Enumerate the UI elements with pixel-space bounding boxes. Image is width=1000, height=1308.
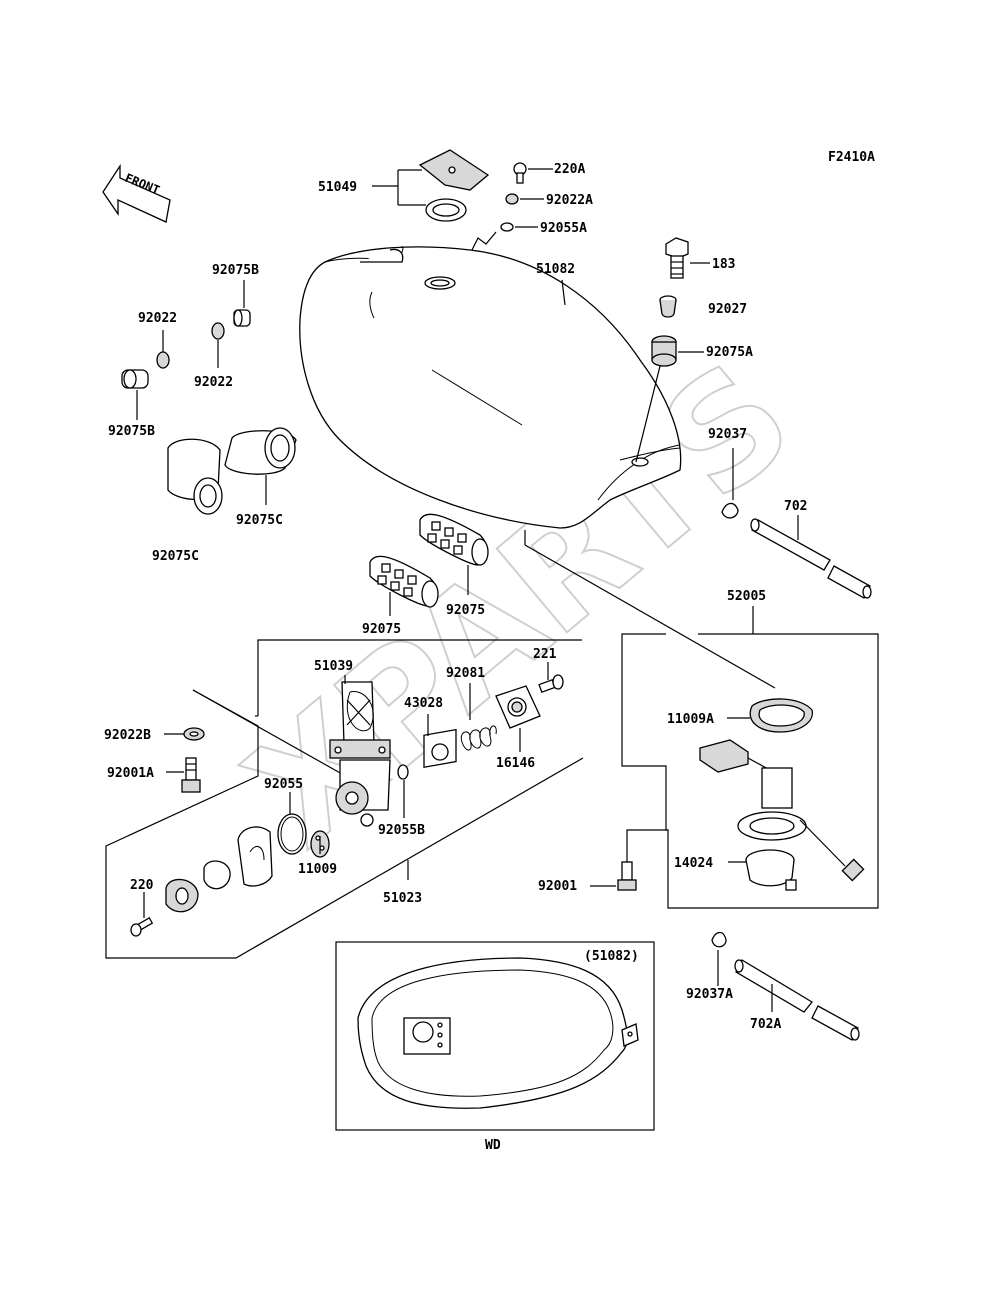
fuel-tank-51082 <box>299 245 682 529</box>
label-52005: 52005 <box>727 589 766 604</box>
part-fuel-strainer <box>165 826 273 913</box>
label-702A: 702A <box>750 1017 781 1032</box>
part-702A-hose <box>734 959 860 1041</box>
part-51049 <box>372 149 490 222</box>
part-92075B-top <box>233 280 251 327</box>
label-92055: 92055 <box>264 777 303 792</box>
part-183 <box>665 237 710 279</box>
part-fuel-pump-unit <box>699 739 865 882</box>
part-43028 <box>423 714 457 769</box>
box-variant-wd <box>335 941 655 1131</box>
figure-id: F2410A <box>828 150 875 165</box>
part-92055B <box>397 764 409 818</box>
part-92022A <box>505 193 544 205</box>
part-14024 <box>728 849 797 891</box>
label-51049: 51049 <box>318 180 357 195</box>
label-92075C-right: 92075C <box>236 513 283 528</box>
label-16146: 16146 <box>496 756 535 771</box>
part-221 <box>538 662 564 693</box>
part-92022-mid <box>211 322 225 368</box>
label-92022-top: 92022 <box>138 311 177 326</box>
label-14024: 14024 <box>674 856 713 871</box>
part-92001 <box>590 829 668 891</box>
label-11009: 11009 <box>298 862 337 877</box>
part-fuel-cock-body <box>335 759 391 827</box>
label-220A: 220A <box>554 162 585 177</box>
label-92075-right: 92075 <box>446 603 485 618</box>
label-51023: 51023 <box>383 891 422 906</box>
label-92081: 92081 <box>446 666 485 681</box>
label-92075B-left: 92075B <box>108 424 155 439</box>
part-92037 <box>721 448 739 519</box>
part-92055 <box>277 792 307 855</box>
part-92075A <box>635 335 704 463</box>
label-11009A: 11009A <box>667 712 714 727</box>
part-11009 <box>310 830 330 858</box>
part-92022B <box>164 727 205 741</box>
label-702: 702 <box>784 499 807 514</box>
label-92037: 92037 <box>708 427 747 442</box>
label-92022-mid: 92022 <box>194 375 233 390</box>
part-92081 <box>460 683 497 751</box>
label-92037A: 92037A <box>686 987 733 1002</box>
part-92075C-left <box>167 438 223 515</box>
part-92001A <box>166 757 201 793</box>
part-92075-left <box>369 555 439 616</box>
label-220: 220 <box>130 878 154 893</box>
label-92027: 92027 <box>708 302 747 317</box>
label-92022A: 92022A <box>546 193 593 208</box>
part-92027 <box>659 295 677 318</box>
label-92001: 92001 <box>538 879 577 894</box>
label-92075-left: 92075 <box>362 622 401 637</box>
label-92022B: 92022B <box>104 728 151 743</box>
part-92075B-left <box>121 369 149 420</box>
part-92022-top <box>156 330 170 369</box>
variant-code: WD <box>485 1138 501 1153</box>
label-51082: 51082 <box>536 262 575 277</box>
part-92075-right <box>419 513 489 595</box>
part-92055A <box>471 222 538 251</box>
part-702-hose <box>750 515 872 599</box>
part-92075C-right <box>224 427 297 505</box>
label-92075B-top: 92075B <box>212 263 259 278</box>
box-51023 <box>105 639 584 959</box>
part-51039 <box>329 675 391 759</box>
label-92001A: 92001A <box>107 766 154 781</box>
label-92055B: 92055B <box>378 823 425 838</box>
part-11009A <box>727 698 813 733</box>
label-43028: 43028 <box>404 696 443 711</box>
label-92055A: 92055A <box>540 221 587 236</box>
label-92075A: 92075A <box>706 345 753 360</box>
label-92075C-left: 92075C <box>152 549 199 564</box>
part-220 <box>130 892 154 937</box>
variant-label: (51082) <box>584 949 639 964</box>
front-arrow-icon: FRONT <box>102 163 171 223</box>
part-16146 <box>495 685 541 752</box>
part-92037A <box>711 931 727 986</box>
label-221: 221 <box>533 647 557 662</box>
label-183: 183 <box>712 257 735 272</box>
label-51039: 51039 <box>314 659 353 674</box>
part-220A <box>513 162 553 184</box>
